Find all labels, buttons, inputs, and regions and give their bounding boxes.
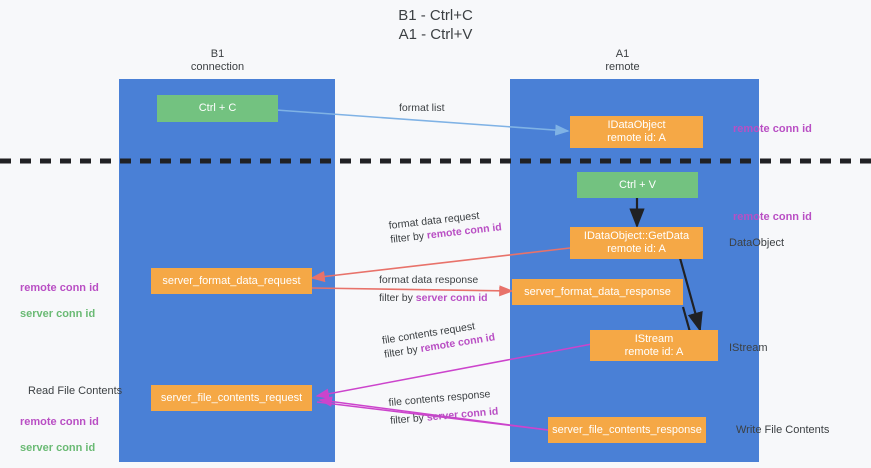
box-server-format-data-request[interactable]: server_format_data_request	[151, 268, 312, 294]
edge-label-format-data-response-main: format data response	[379, 274, 479, 286]
box-istream[interactable]: IStream remote id: A	[590, 330, 718, 361]
label-read-file-contents: Read File Contents	[28, 385, 123, 397]
box-ctrl-v[interactable]: Ctrl + V	[577, 172, 698, 198]
label-remote-conn-id-mid: remote conn id	[733, 211, 812, 223]
label-istream: IStream	[729, 342, 768, 354]
box-idataobject-getdata[interactable]: IDataObject::GetData remote id: A	[570, 227, 703, 259]
label-server-conn-id-left-mid: server conn id	[20, 308, 96, 320]
edge-label-format-list: format list	[399, 102, 445, 114]
label-conn-ids-mid: remote conn id server conn id	[20, 269, 99, 334]
column-header-b1: B1 connection	[190, 48, 245, 73]
edge-label-format-data-response: format data response filter by server co…	[379, 273, 488, 305]
box-server-file-contents-request[interactable]: server_file_contents_request	[151, 385, 312, 411]
label-conn-ids-bottom: remote conn id server conn id	[20, 403, 99, 468]
label-dataobject: DataObject	[729, 237, 785, 249]
label-remote-conn-id-left-bottom: remote conn id	[20, 416, 99, 428]
label-write-file-contents: Write File Contents	[736, 424, 830, 436]
box-ctrl-c[interactable]: Ctrl + C	[157, 95, 278, 122]
label-remote-conn-id-left-mid: remote conn id	[20, 282, 99, 294]
edge-label-format-data-request: format data request filter by remote con…	[388, 206, 502, 247]
edge-label-format-data-response-filter: filter by server conn id	[379, 292, 488, 304]
column-header-a1: A1 remote	[605, 48, 640, 73]
box-idataobject[interactable]: IDataObject remote id: A	[570, 116, 703, 148]
box-server-file-contents-response[interactable]: server_file_contents_response	[548, 417, 706, 443]
diagram-title: B1 - Ctrl+C A1 - Ctrl+V	[398, 7, 473, 43]
edge-label-file-contents-request: file contents request filter by remote c…	[381, 316, 496, 361]
box-server-format-data-response[interactable]: server_format_data_response	[512, 279, 683, 305]
label-remote-conn-id-top: remote conn id	[733, 123, 812, 135]
label-server-conn-id-left-bottom: server conn id	[20, 442, 96, 454]
edge-label-file-contents-response: file contents response filter by server …	[388, 387, 499, 428]
